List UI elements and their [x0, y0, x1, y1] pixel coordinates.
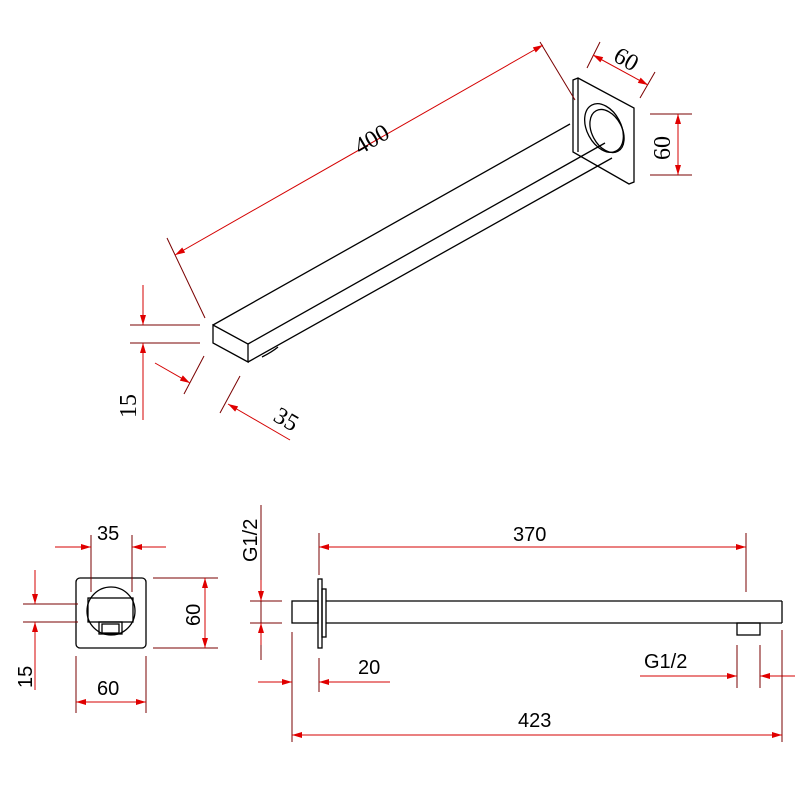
- dimension-label-thread-left: G1/2: [240, 519, 262, 562]
- dimension-label-end-bar-height: 15: [15, 666, 37, 688]
- dimension-end-height-60: 60: [153, 577, 218, 649]
- side-view-outline: [291, 578, 783, 649]
- dimension-label-end-bar-width: 35: [97, 523, 119, 545]
- dimension-bar-height-15: 15: [116, 285, 200, 420]
- dimension-label-arm-length: 370: [513, 524, 546, 546]
- end-view: 35 60 15 60: [15, 523, 218, 713]
- dimension-end-bar-width-35: 35: [55, 523, 166, 592]
- dimension-label-flange-height: 60: [650, 136, 676, 160]
- dimension-label-bar-height: 15: [116, 394, 142, 418]
- dimension-label-end-width: 60: [97, 678, 119, 700]
- dimension-thread-right: G1/2: [640, 645, 795, 688]
- end-view-outline: [75, 577, 147, 649]
- isometric-arm: [212, 77, 635, 364]
- dimension-flange-offset-20: 20: [258, 632, 390, 742]
- side-view: G1/2 370 20 G1/2 423: [240, 505, 795, 742]
- dimension-flange-height-60: 60: [650, 113, 692, 176]
- dimension-end-bar-height-15: 15: [15, 570, 78, 690]
- isometric-view: 400 60 60 15 35: [116, 41, 692, 441]
- dimension-label-overall-length: 423: [518, 710, 551, 732]
- dimension-bar-width-35: 35: [154, 355, 303, 441]
- dimension-label-flange-width: 60: [609, 43, 643, 78]
- dimension-end-width-60: 60: [75, 656, 147, 713]
- dimension-arm-length-370: 370: [318, 524, 747, 592]
- dimension-overall-length-423: 423: [292, 630, 783, 742]
- dimension-label-thread-right: G1/2: [644, 651, 687, 673]
- dimension-flange-width-60: 60: [586, 41, 656, 99]
- dimension-label-length: 400: [350, 120, 394, 161]
- dimension-label-bar-width: 35: [269, 403, 303, 438]
- dimension-label-flange-offset: 20: [358, 657, 380, 679]
- dimension-thread-left: G1/2: [240, 505, 282, 660]
- dimension-label-end-height: 60: [183, 604, 205, 626]
- dimension-length-400: 400: [166, 41, 576, 319]
